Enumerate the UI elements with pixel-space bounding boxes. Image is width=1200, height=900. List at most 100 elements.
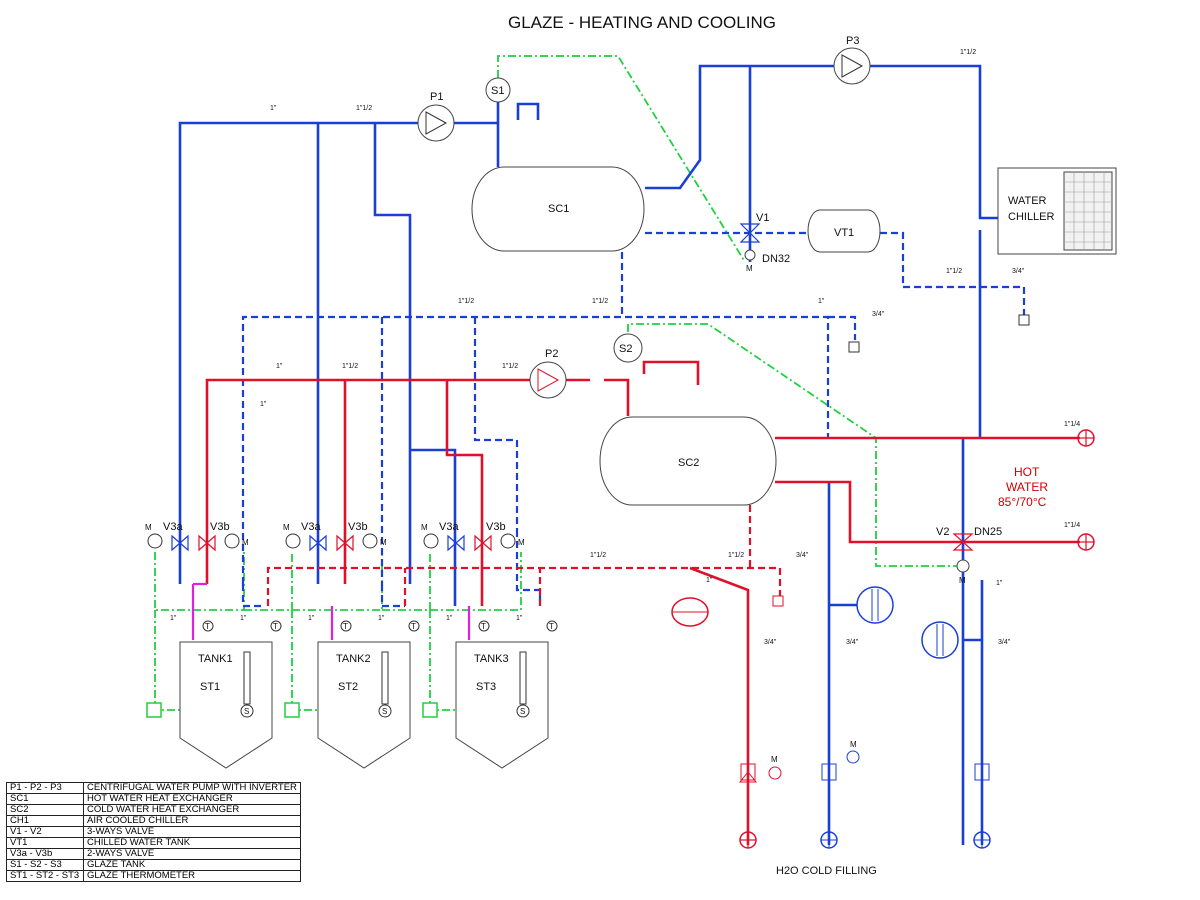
motor-label: M <box>518 538 525 547</box>
sensor-s2[interactable]: S2 <box>613 333 643 363</box>
thermo-icon <box>270 620 282 632</box>
thermo-label: T <box>549 622 554 631</box>
hot-water-label-3: 85°/70°C <box>998 495 1047 509</box>
sensor-label: S <box>382 707 387 716</box>
legend-value: GLAZE THERMOMETER <box>83 870 301 882</box>
s2-label: S2 <box>619 343 632 355</box>
pipe-size-labels: 1" 1"1/2 1"1/2 1"1/2 1"1/2 1" 3/4" 1"1/2… <box>260 49 1080 646</box>
motor-label: M <box>283 523 290 532</box>
legend-key: ST1 - ST2 - ST3 <box>6 870 84 882</box>
pipe-size-label: 1" <box>378 615 385 622</box>
legend-value: AIR COOLED CHILLER <box>83 815 301 827</box>
legend-value: GLAZE TANK <box>83 859 301 871</box>
valve-v3b-label: V3b <box>210 521 230 533</box>
legend-key: CH1 <box>6 815 84 827</box>
valve-v2[interactable]: V2 M DN25 <box>936 526 1002 585</box>
legend-value: COLD WATER HEAT EXCHANGER <box>83 804 301 816</box>
legend-value: CHILLED WATER TANK <box>83 837 301 849</box>
hot-water-label-2: WATER <box>1006 480 1048 494</box>
gauge-icon <box>423 533 439 549</box>
svg-text:1"1/2: 1"1/2 <box>590 552 606 559</box>
svg-text:1"1/2: 1"1/2 <box>946 268 962 275</box>
pump-p1[interactable]: P1 <box>417 91 455 142</box>
svg-text:3/4": 3/4" <box>998 639 1011 646</box>
svg-text:3/4": 3/4" <box>872 311 885 318</box>
thermo-label: T <box>205 622 210 631</box>
cold-water-pipes <box>178 64 998 845</box>
pipe-size-label: 1" <box>308 615 315 622</box>
diagram-title: GLAZE - HEATING AND COOLING <box>508 13 776 32</box>
hot-return-pipes <box>266 505 782 606</box>
chiller-label-1: WATER <box>1008 195 1047 207</box>
pipe-size-label: 1" <box>446 615 453 622</box>
signal-box-icon <box>284 702 300 718</box>
legend-key: S1 - S2 - S3 <box>6 859 84 871</box>
legend-value: 3-WAYS VALVE <box>83 826 301 838</box>
thermometer-icon <box>519 651 527 705</box>
valve-v3a-label: V3a <box>301 521 321 533</box>
hot-water-label-1: HOT <box>1014 465 1040 479</box>
svg-text:3/4": 3/4" <box>846 639 859 646</box>
thermometer-label: ST3 <box>476 681 496 693</box>
legend-value: CENTRIFUGAL WATER PUMP WITH INVERTER <box>83 782 301 794</box>
tank-label: TANK3 <box>474 653 509 665</box>
motor-label: M <box>242 538 249 547</box>
svg-text:1"1/4: 1"1/4 <box>1064 421 1080 428</box>
valve-v1[interactable]: V1 M DN32 <box>739 212 790 273</box>
thermo-icon <box>408 620 420 632</box>
chiller-label-2: CHILLER <box>1008 211 1055 223</box>
pump-p2[interactable]: P2 <box>529 348 567 399</box>
legend-value: 2-WAYS VALVE <box>83 848 301 860</box>
hot-connectors: M <box>671 429 1095 849</box>
sensor-label: S <box>520 707 525 716</box>
vt1-chilled-tank[interactable]: VT1 <box>807 209 881 253</box>
v1-motor: M <box>746 264 753 273</box>
valve-v3b-icon <box>336 534 346 552</box>
sc1-heat-exchanger[interactable]: SC1 <box>471 166 645 252</box>
thermo-label: T <box>411 622 416 631</box>
motor-label: M <box>145 523 152 532</box>
pump-p3[interactable]: P3 <box>833 35 871 85</box>
thermometer-icon <box>381 651 389 705</box>
svg-text:1": 1" <box>996 580 1003 587</box>
sensor-icon <box>378 704 392 718</box>
valve-v3a-label: V3a <box>163 521 183 533</box>
water-chiller[interactable]: WATER CHILLER <box>997 167 1117 255</box>
svg-text:1"1/2: 1"1/2 <box>960 49 976 56</box>
chilled-return-pipes <box>241 231 1026 608</box>
svg-text:1": 1" <box>260 401 267 408</box>
sensor-icon <box>240 704 254 718</box>
sc2-label: SC2 <box>678 457 699 469</box>
svg-text:1"1/2: 1"1/2 <box>592 298 608 305</box>
svg-text:1": 1" <box>818 298 825 305</box>
thermo-icon <box>202 620 214 632</box>
gauge-icon <box>362 533 378 549</box>
sensor-label: S <box>244 707 249 716</box>
sc2-heat-exchanger[interactable]: SC2 <box>599 416 777 506</box>
gauge-icon <box>500 533 516 549</box>
svg-text:1": 1" <box>270 105 277 112</box>
valve-v3a-label: V3a <box>439 521 459 533</box>
thermometer-label: ST2 <box>338 681 358 693</box>
valve-v3a-icon <box>171 534 181 552</box>
pipe-size-label: 1" <box>240 615 247 622</box>
sensor-s1[interactable]: S1 <box>485 77 511 103</box>
cold-filling-label: H2O COLD FILLING <box>776 865 877 877</box>
thermometer-icon <box>243 651 251 705</box>
valve-v3a-icon <box>309 534 319 552</box>
legend-key: V3a - V3b <box>6 848 84 860</box>
svg-text:1"1/2: 1"1/2 <box>728 552 744 559</box>
valve-v3a-icon <box>447 534 457 552</box>
